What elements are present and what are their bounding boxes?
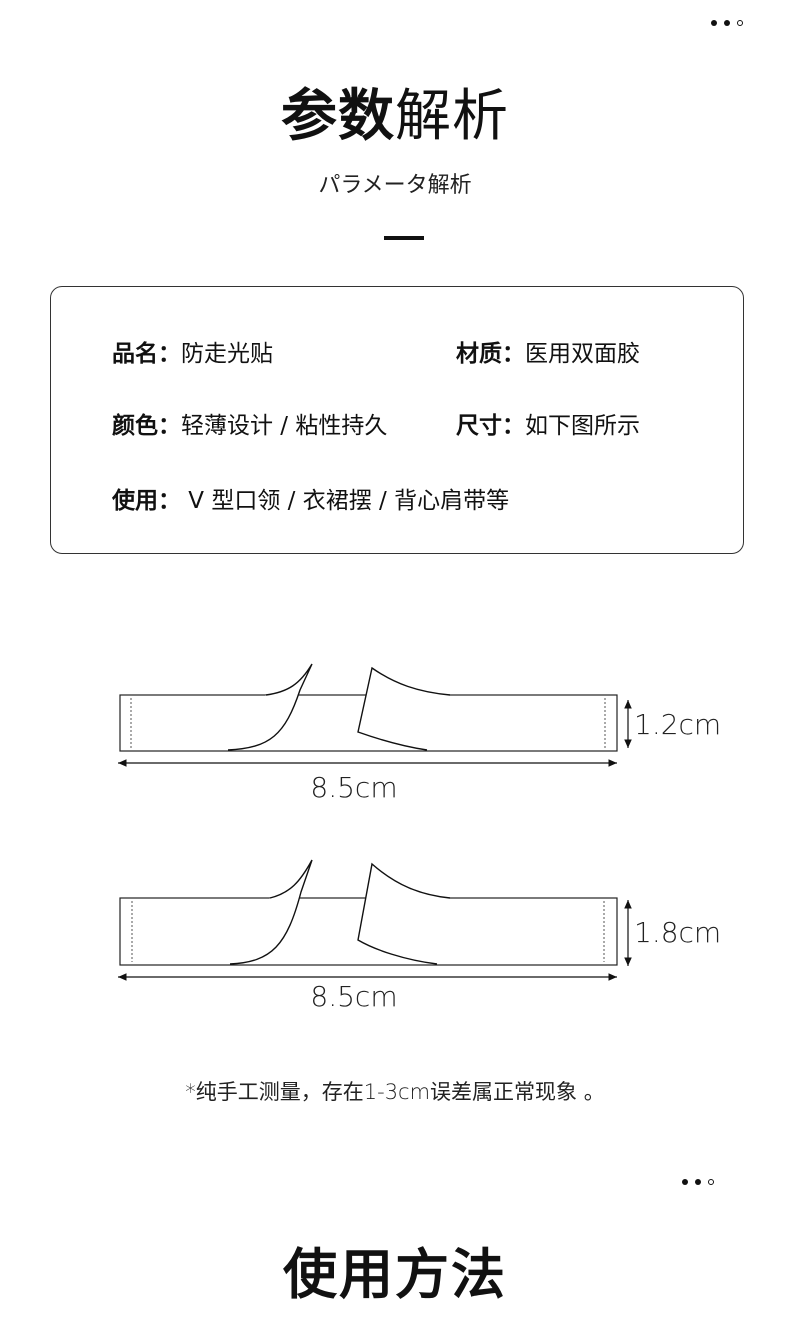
param-material-key: 材质： <box>456 341 525 367</box>
section-title-bold: 参数 <box>281 84 395 149</box>
param-size-key: 尺寸： <box>456 413 525 439</box>
param-material: 材质：医用双面胶 <box>456 339 640 369</box>
dot-icon <box>682 1179 688 1185</box>
param-size-value: 如下图所示 <box>525 413 640 439</box>
strip-1-peel-left <box>227 663 313 751</box>
width-label-1: 8.5cm <box>310 771 397 804</box>
strip-2-peel-left <box>229 859 313 965</box>
section-title: 参数解析 <box>0 82 790 152</box>
pagination-dots-icon <box>682 1179 714 1185</box>
strip-2-peel-right <box>357 862 451 965</box>
param-usage-key: 使用： <box>112 488 181 514</box>
param-color: 颜色：轻薄设计 / 粘性持久 <box>112 411 387 441</box>
dot-icon <box>711 20 717 26</box>
param-color-value: 轻薄设计 / 粘性持久 <box>181 413 388 439</box>
height-label-1: 1.2cm <box>634 708 721 741</box>
height-label-2: 1.8cm <box>634 916 721 949</box>
section-title-light: 解析 <box>395 84 509 149</box>
dot-icon <box>724 20 730 26</box>
param-size: 尺寸：如下图所示 <box>456 411 640 441</box>
dot-hollow-icon <box>708 1179 714 1185</box>
param-color-key: 颜色： <box>112 413 181 439</box>
title-divider <box>384 236 424 240</box>
param-name-value: 防走光贴 <box>181 341 273 367</box>
parameter-box <box>50 286 744 554</box>
size-diagrams: 1.2cm 8.5cm 1.8cm 8.5cm <box>118 663 721 1013</box>
width-label-2: 8.5cm <box>310 980 397 1013</box>
param-usage: 使用： V 型口领 / 衣裙摆 / 背心肩带等 <box>112 486 509 516</box>
strip-diagram-2: 1.8cm 8.5cm <box>118 859 721 1013</box>
param-usage-value: V 型口领 / 衣裙摆 / 背心肩带等 <box>181 488 510 514</box>
strip-diagram-1: 1.2cm 8.5cm <box>118 663 721 804</box>
param-material-value: 医用双面胶 <box>525 341 640 367</box>
usage-section-title: 使用方法 <box>283 1243 507 1306</box>
param-name: 品名：防走光贴 <box>112 339 273 369</box>
pagination-dots-icon <box>711 20 743 26</box>
param-name-key: 品名： <box>112 341 181 367</box>
dot-hollow-icon <box>737 20 743 26</box>
measurement-note: *纯手工测量，存在1-3cm误差属正常现象 。 <box>185 1080 605 1104</box>
dot-icon <box>695 1179 701 1185</box>
section-subtitle: パラメータ解析 <box>318 173 472 198</box>
strip-1-peel-right <box>357 666 451 751</box>
